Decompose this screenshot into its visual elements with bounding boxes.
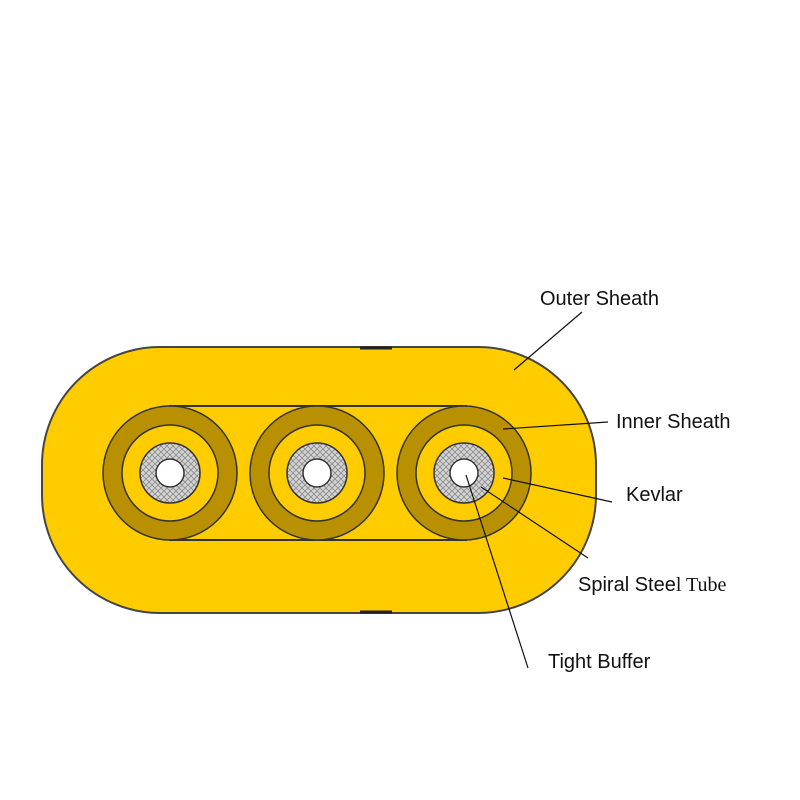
leader-kevlar	[502, 477, 613, 503]
label-tight-buffer: Tight Buffer	[548, 651, 651, 673]
label-spiral-steel-main: Spiral Stee	[578, 574, 676, 596]
label-kevlar: Kevlar	[626, 484, 683, 506]
leader-outer-sheath	[513, 311, 583, 371]
leader-inner-sheath	[502, 421, 609, 430]
unit-right	[396, 405, 532, 541]
label-inner-sheath: Inner Sheath	[616, 411, 731, 433]
tight-buffer	[302, 458, 332, 488]
unit-middle	[249, 405, 385, 541]
unit-left	[102, 405, 238, 541]
label-spiral-steel-tube: Spiral Steel Tube	[578, 574, 727, 596]
tight-buffer	[449, 458, 479, 488]
tight-buffer	[155, 458, 185, 488]
leader-tight-buffer	[465, 474, 529, 669]
label-spiral-steel-tail: l Tube	[676, 574, 727, 596]
leader-spiral-steel-tube	[480, 486, 589, 559]
label-outer-sheath: Outer Sheath	[540, 288, 659, 310]
